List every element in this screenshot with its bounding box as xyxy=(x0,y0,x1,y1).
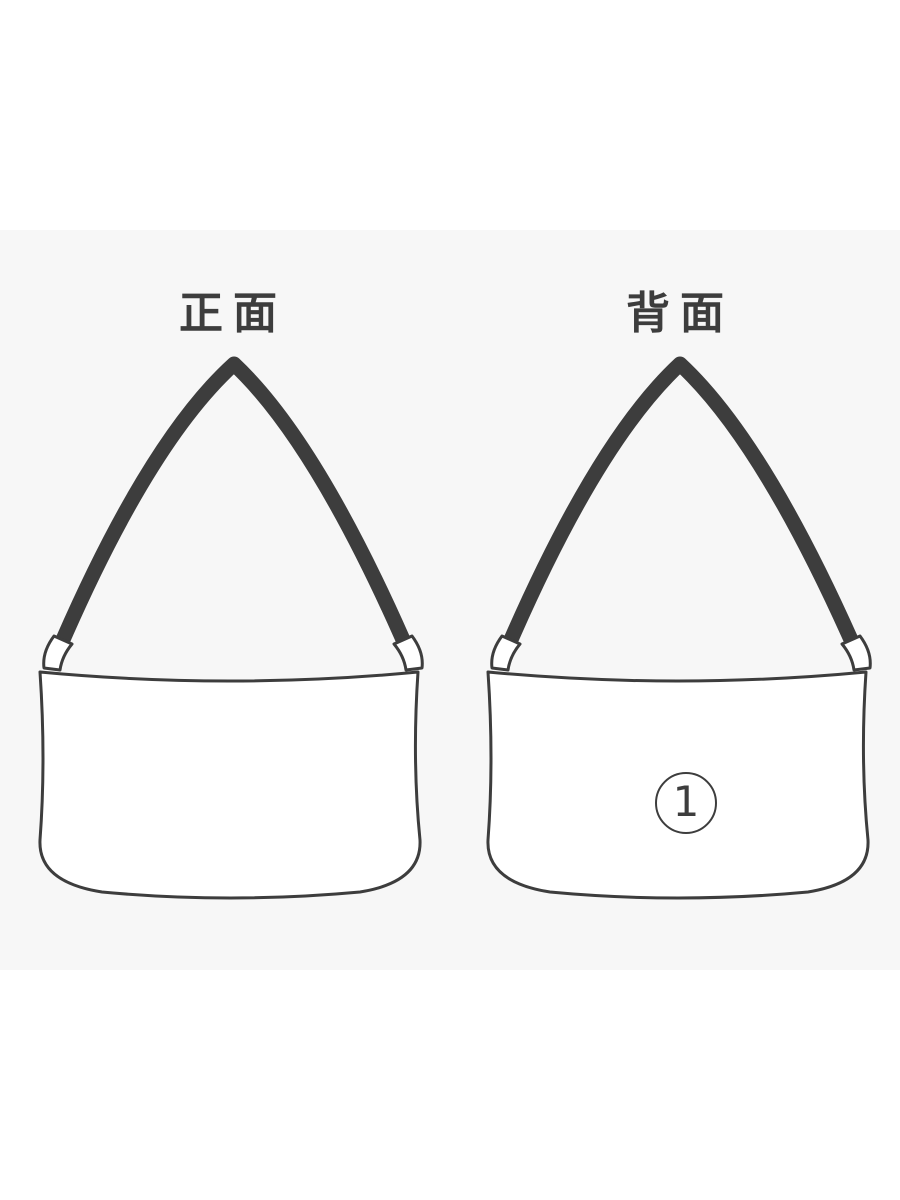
back-bag-strap xyxy=(502,356,860,650)
back-number-marker: 1 xyxy=(655,772,717,834)
front-bag xyxy=(38,356,424,900)
front-bag-strap xyxy=(54,356,412,650)
front-view-label: 正面 xyxy=(179,288,287,339)
front-bag-body xyxy=(38,670,422,900)
back-right-connector xyxy=(840,634,872,672)
back-left-connector xyxy=(490,634,522,672)
back-view-label: 背面 xyxy=(626,288,734,339)
front-right-connector xyxy=(392,634,424,672)
front-left-connector xyxy=(42,634,74,672)
